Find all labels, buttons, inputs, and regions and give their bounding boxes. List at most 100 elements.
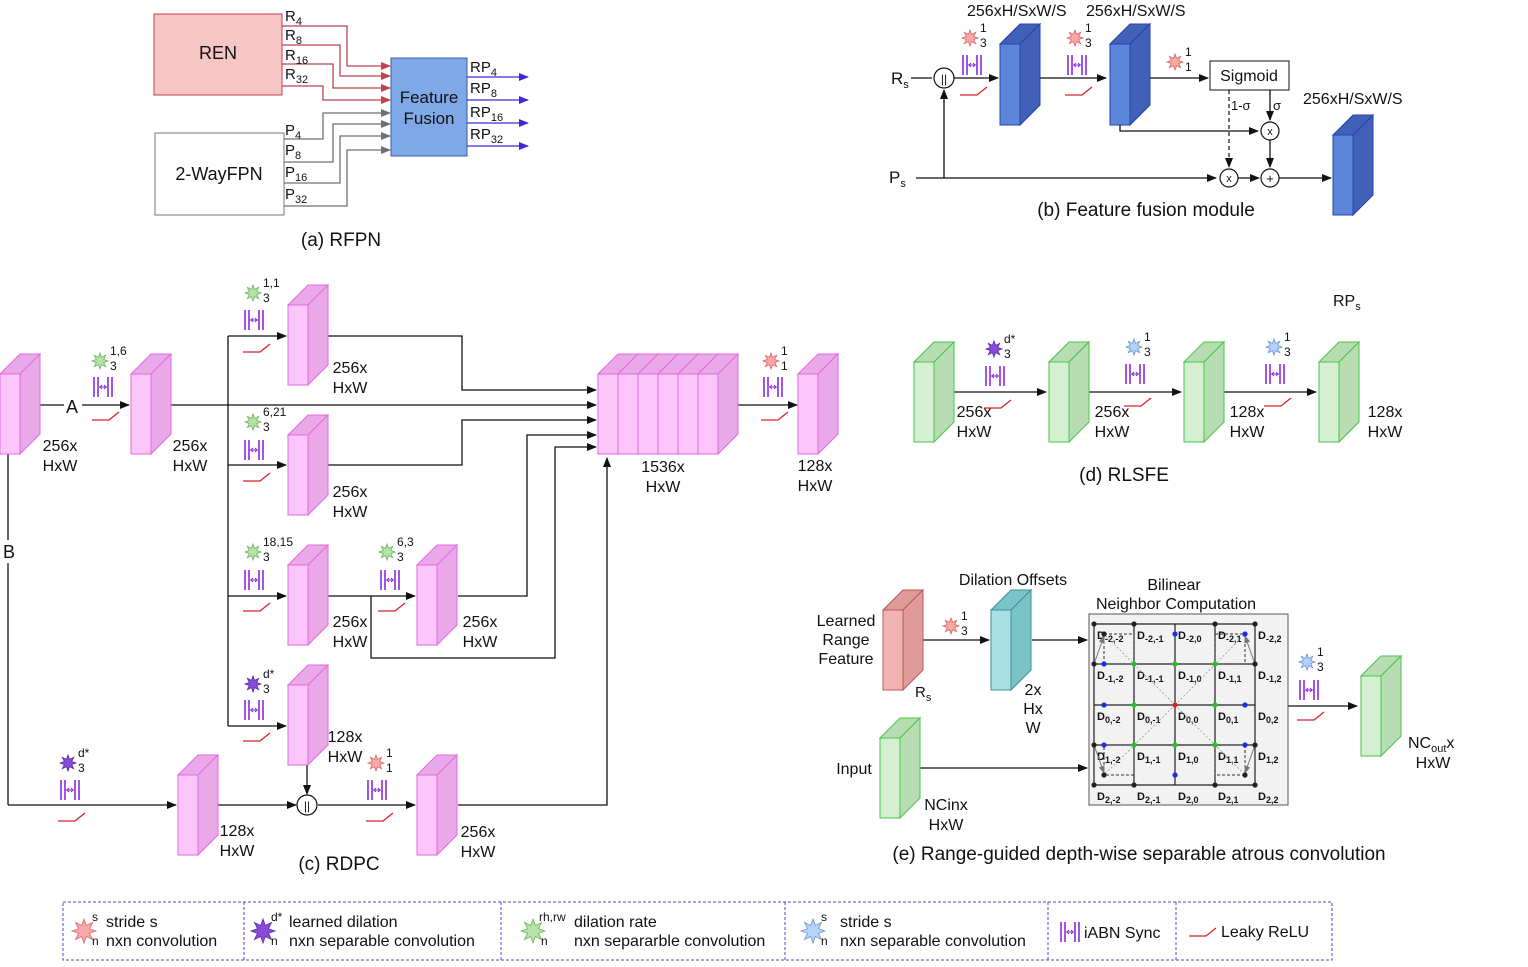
- iabn-icon: [1060, 922, 1080, 942]
- c-block-cat-5-front: [697, 373, 719, 455]
- e-iabn-icon: [1299, 680, 1319, 700]
- c-block-b3b: [415, 543, 459, 647]
- sigmoid-block: [1209, 60, 1290, 91]
- grid-cell-subscript: 1,-1: [1145, 755, 1161, 765]
- d-lbl-3-line2: HxW: [1368, 424, 1404, 441]
- c-block-first-front: [130, 373, 152, 455]
- grid-cell-4-1: D2,-1: [1137, 791, 1160, 805]
- grid-cell-base: D: [1137, 711, 1145, 723]
- d-conv-1-sub: 3: [1144, 345, 1151, 359]
- b-block-1-front: [999, 43, 1021, 126]
- b-conv-2-sup: 1: [1085, 21, 1092, 35]
- b-conv-1-red-star-icon: [960, 28, 980, 48]
- d-block-1-front: [1048, 361, 1070, 443]
- grid-cell-base: D: [1218, 751, 1226, 763]
- grid-cell-base: D: [1097, 670, 1105, 682]
- e-learned-2: Range: [822, 632, 869, 649]
- grid-cell-subscript: -2,-2: [1105, 634, 1124, 644]
- r-label-0-base: R: [285, 8, 296, 25]
- e-conv-2-sup: 1: [1317, 645, 1324, 659]
- grid-dot-blue-6: [1172, 631, 1178, 637]
- grid-dot-black-9: [1131, 782, 1137, 788]
- b-dim-3: 256xH/SxW/S: [1303, 91, 1403, 108]
- grid-dot-green-2: [1131, 702, 1137, 708]
- c-block-cat-0-front: [597, 373, 619, 455]
- caption-a: (a) RFPN: [301, 230, 381, 251]
- r-label-0-subscript: 4: [296, 16, 302, 28]
- grid-dot-black-6: [1091, 742, 1097, 748]
- b-conv-3-sub: 1: [1185, 60, 1192, 74]
- grid-dash-br: [1214, 744, 1246, 776]
- r-label-2-base: R: [285, 47, 296, 64]
- b-conv-1: 13: [960, 21, 987, 50]
- grid-dot-green-3: [1212, 702, 1218, 708]
- grid-cell-subscript: -1,-2: [1105, 674, 1124, 684]
- label-B: B: [3, 542, 15, 562]
- c-iabn-post-icon: [367, 780, 387, 800]
- d-conv-2: 13: [1264, 330, 1291, 359]
- c-lbl-bb-line1: 128x: [220, 823, 255, 840]
- legend-sup-3: s: [821, 910, 827, 924]
- e-conv-1-sup: 1: [961, 609, 968, 623]
- b-mul-symbol-2: x: [1226, 173, 1232, 185]
- legend-sub-3: n: [821, 934, 828, 948]
- b-block-out: [1331, 113, 1375, 217]
- c-conv-post: 11: [366, 746, 393, 775]
- d-lbl-2-line1: 128x: [1230, 404, 1265, 421]
- d-lbl-0-line2: HxW: [957, 424, 993, 441]
- red-star-icon: [70, 917, 98, 945]
- c-iabn-b3b-icon-arrows: [386, 577, 394, 583]
- e-block-input: [878, 716, 922, 820]
- d-block-3: [1317, 340, 1361, 444]
- c-conv-post-sub: 1: [386, 761, 393, 775]
- d-block-2: [1182, 340, 1226, 444]
- c-conv-first-sup: 1,6: [110, 344, 127, 358]
- grid-cell-subscript: 0,0: [1186, 715, 1199, 725]
- grid-cell-subscript: 0,-2: [1105, 715, 1121, 725]
- d-conv-2-sup: 1: [1284, 330, 1291, 344]
- grid-arrow-2: [1093, 744, 1105, 774]
- grid-cell-3-2: D1,0: [1178, 751, 1198, 765]
- grid-cell-base: D: [1258, 670, 1266, 682]
- c-conv-b2-sup: 6,21: [263, 405, 287, 419]
- grid-cell-1-0: D-1,-2: [1097, 670, 1123, 684]
- grid-cell-base: D: [1178, 751, 1186, 763]
- d-conv-0: d*3: [984, 332, 1016, 361]
- grid-dot-black-0: [1091, 621, 1097, 627]
- c-relu-b4-icon: [243, 732, 271, 742]
- d-conv-0-sub: 3: [1004, 347, 1011, 361]
- ren-label: REN: [199, 43, 237, 63]
- c-relu-post-icon: [366, 812, 394, 822]
- d-iabn-1-icon: [1125, 364, 1145, 384]
- grid-dot-blue-3: [1242, 702, 1248, 708]
- grid-dash-tl: [1103, 633, 1135, 665]
- c-relu-b3b-icon: [378, 602, 406, 612]
- b-conv-3-red-star-icon: [1165, 52, 1185, 72]
- rp-label-3-subscript: 32: [491, 134, 503, 146]
- c-conv-b2-green-star-icon: [243, 412, 263, 432]
- c-block-out: [796, 352, 840, 456]
- b-rs: Rs: [891, 69, 909, 91]
- grid-cell-1-2: D-1,0: [1178, 670, 1201, 684]
- grid-cell-4-0: D2,-2: [1097, 791, 1120, 805]
- c-conv-b1-sup: 1,1: [263, 276, 280, 290]
- e-in-dim-line1: NCinx: [924, 797, 968, 814]
- e-offsets-title: Dilation Offsets: [959, 572, 1067, 589]
- c-block-cat-5: [696, 352, 740, 456]
- p-label-3-subscript: 32: [295, 194, 307, 206]
- b-block-2-front: [1109, 43, 1131, 126]
- rp-label-3-base: RP: [470, 126, 491, 143]
- grid-dot-green-5: [1212, 742, 1218, 748]
- legend-line2-0: nxn convolution: [106, 933, 217, 950]
- b-ps-base: P: [889, 168, 900, 187]
- b-conv-1-sup: 1: [980, 21, 987, 35]
- d-conv-1: 13: [1124, 330, 1151, 359]
- c-block-b1: [286, 283, 330, 387]
- e-conv-2: 13: [1297, 645, 1324, 674]
- c-lbl-first-line2: HxW: [173, 458, 209, 475]
- grid-arrow-0: [1093, 635, 1105, 665]
- c-lbl-cat-line2: HxW: [646, 479, 682, 496]
